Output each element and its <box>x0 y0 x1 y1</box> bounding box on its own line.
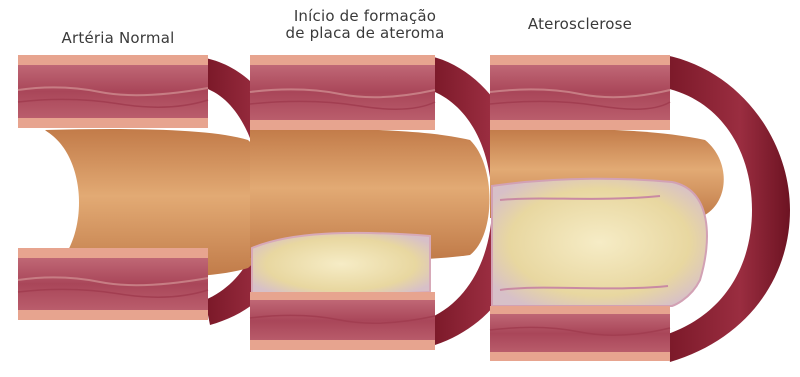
athero-bottom-wall <box>490 306 670 361</box>
normal-top-wall <box>18 55 208 128</box>
plaque-start-top-wall <box>250 55 435 130</box>
plaque-start-bottom-wall <box>250 292 435 350</box>
early-plaque-deposit <box>252 233 430 295</box>
segment-plaque-start <box>250 55 530 350</box>
athero-top-wall <box>490 55 670 130</box>
normal-bottom-wall <box>18 248 208 320</box>
segment-atherosclerosis <box>490 55 790 362</box>
